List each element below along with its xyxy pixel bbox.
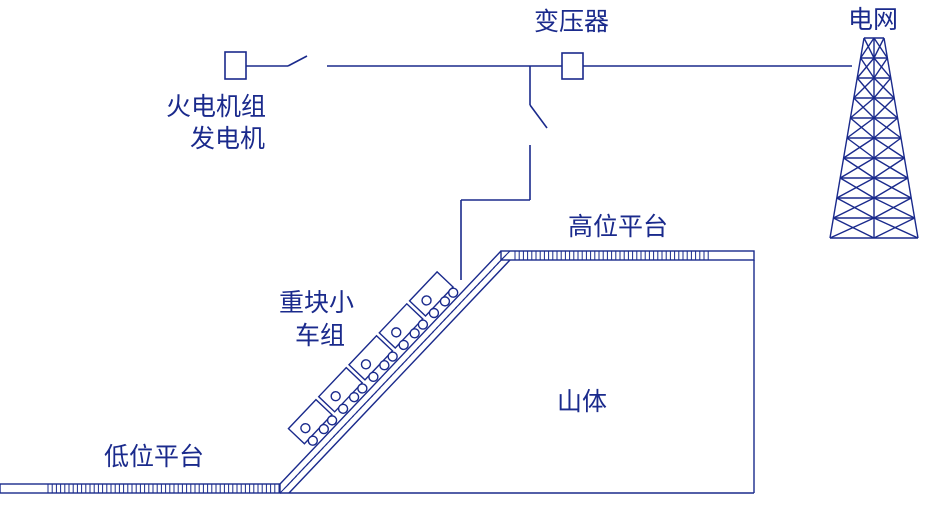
- tower-brace: [873, 97, 899, 119]
- cart-body: [378, 302, 424, 349]
- cart-wheel: [439, 296, 451, 307]
- generator-switch-icon: [287, 55, 308, 67]
- tower-brace: [836, 197, 875, 219]
- cart-icon: [287, 398, 338, 446]
- tower-brace: [873, 137, 905, 159]
- cart-load-circle: [360, 359, 372, 370]
- tower-brace: [839, 157, 875, 179]
- tower-brace: [873, 117, 902, 139]
- tower-brace: [829, 217, 875, 239]
- tower-brace: [860, 57, 875, 79]
- cart-wheel: [379, 360, 390, 371]
- cart-load-circle: [421, 295, 432, 306]
- slope-tie: [500, 250, 511, 261]
- tower-brace: [873, 97, 895, 119]
- low-platform-label: 低位平台: [104, 442, 205, 471]
- rail-ties: [47, 250, 709, 494]
- tower-brace: [856, 77, 875, 99]
- tower-brace: [836, 177, 875, 199]
- cart-wheel: [387, 351, 398, 362]
- tower-brace: [873, 217, 919, 239]
- cart-wheel: [368, 371, 379, 383]
- tower-brace: [873, 177, 912, 199]
- slope-inner-edge: [288, 259, 511, 494]
- cart-icon: [408, 270, 459, 319]
- cart-body: [408, 270, 455, 318]
- cart-wheel: [326, 415, 338, 426]
- tower-brace: [873, 137, 902, 159]
- heavy-cart-label-line2: 车组: [295, 321, 346, 350]
- cart-wheel: [428, 307, 440, 319]
- cart-wheel: [307, 435, 319, 446]
- tower-brace: [846, 137, 875, 159]
- tower-brace: [833, 197, 875, 219]
- cart-wheel: [447, 287, 459, 298]
- heavy-cart-group: [287, 270, 459, 446]
- tower-brace: [856, 57, 875, 79]
- cart-load-circle: [391, 327, 402, 338]
- electrical-wiring: [224, 51, 852, 280]
- tower-brace: [873, 157, 909, 179]
- high-platform-label: 高位平台: [568, 212, 669, 241]
- grid-label: 电网: [848, 5, 899, 34]
- slope-outer-edge: [279, 250, 502, 485]
- cart-wheel: [398, 339, 409, 351]
- cart-wheel: [348, 391, 360, 403]
- tower-brace: [873, 77, 892, 99]
- tower-brace: [873, 77, 895, 99]
- tower-brace: [843, 137, 875, 159]
- cart-body: [348, 334, 394, 381]
- cart-wheel: [357, 383, 368, 394]
- thermal-unit-label-line1: 火电机组: [166, 92, 267, 121]
- cart-body: [317, 366, 364, 413]
- tower-brace: [873, 57, 888, 79]
- tower-brace: [863, 37, 875, 59]
- cart-load-circle: [300, 422, 311, 434]
- cart-wheel: [417, 319, 429, 330]
- tower-brace: [873, 57, 892, 79]
- cart-wheel: [337, 403, 349, 414]
- tower-brace: [843, 157, 875, 179]
- generator-icon: [224, 51, 247, 80]
- tower-brace: [873, 177, 909, 199]
- tower-brace: [846, 117, 875, 139]
- tower-brace: [849, 117, 875, 139]
- high-platform-rail: [500, 250, 755, 261]
- heavy-cart-label-line1: 重块小: [279, 288, 355, 317]
- cart-wheel: [409, 328, 420, 339]
- tower-brace: [860, 37, 875, 59]
- tower-brace: [873, 117, 899, 139]
- cart-wheel: [318, 423, 330, 435]
- tower-brace: [839, 177, 875, 199]
- tower-brace: [873, 217, 915, 239]
- cart-icon: [317, 366, 368, 414]
- transformer-icon: [561, 52, 584, 80]
- thermal-unit-label-line2: 发电机: [190, 124, 266, 153]
- mountain-label: 山体: [557, 387, 608, 416]
- tower-brace: [833, 217, 875, 239]
- tower-brace: [853, 97, 875, 119]
- tower-brace: [849, 97, 875, 119]
- transformer-label: 变压器: [534, 7, 610, 36]
- tower-brace: [873, 37, 885, 59]
- tower-brace: [853, 77, 875, 99]
- cart-body: [287, 398, 333, 445]
- tower-brace: [873, 157, 905, 179]
- tower-brace: [873, 197, 912, 219]
- cart-icon: [348, 334, 398, 383]
- tower-brace: [873, 197, 915, 219]
- transmission-tower-icon: [829, 37, 919, 239]
- branch-switch-icon: [529, 104, 548, 129]
- tower-brace: [873, 37, 888, 59]
- cart-load-circle: [330, 391, 341, 402]
- cart-icon: [378, 302, 429, 351]
